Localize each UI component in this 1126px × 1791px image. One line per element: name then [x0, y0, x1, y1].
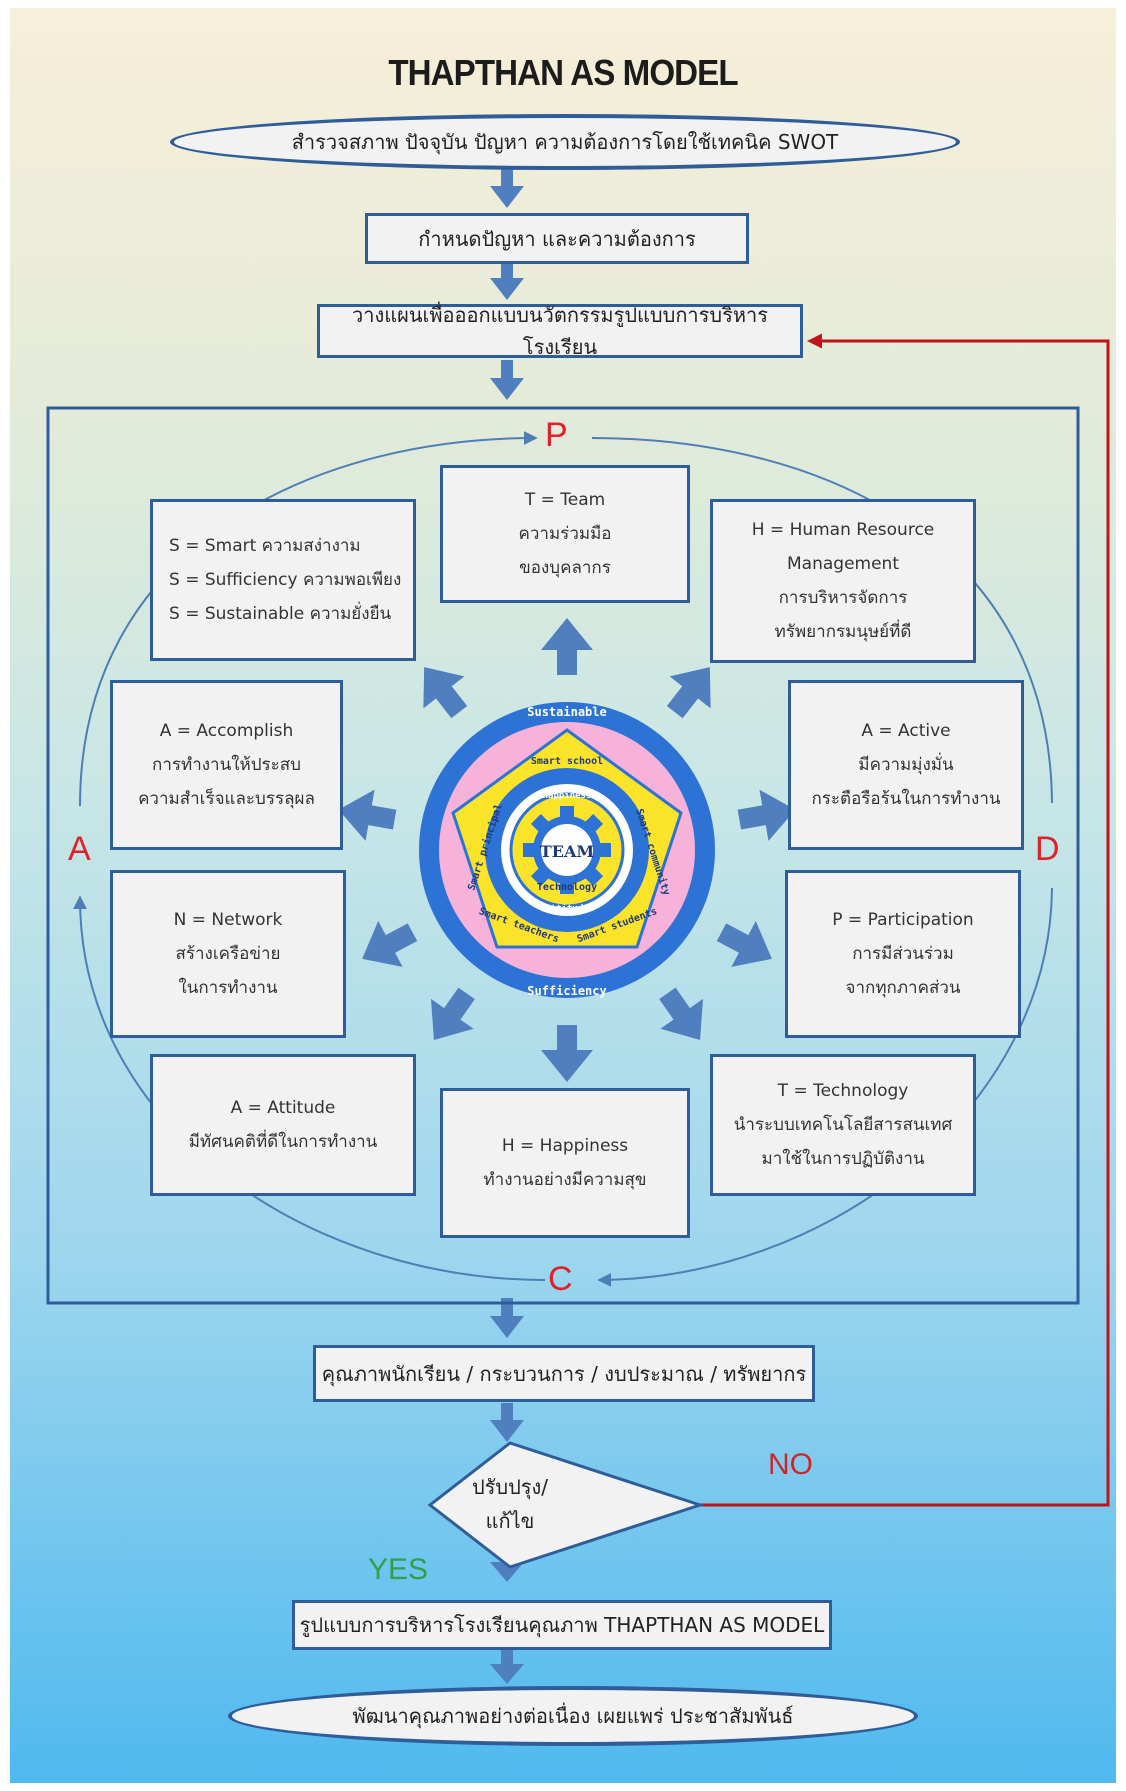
pdca-d: D	[1035, 830, 1060, 868]
card-team: T = Team ความร่วมมือ ของบุคลากร	[440, 465, 690, 603]
plan-box: วางแผนเพื่อออกแบบนวัตกรรมรูปแบบการบริหาร…	[317, 303, 803, 359]
pdca-frame	[46, 406, 1080, 1305]
card-attitude-line: มีทัศนคติที่ดีในการทำงาน	[188, 1132, 378, 1152]
card-hrm-title: H = Human Resource	[751, 520, 935, 540]
card-participation-line: การมีส่วนร่วม	[852, 944, 954, 964]
develop-oval: พัฒนาคุณภาพอย่างต่อเนื่อง เผยแพร่ ประชาส…	[228, 1686, 918, 1746]
define-problem-box: กำหนดปัญหา และความต้องการ	[365, 213, 749, 264]
card-active-line: มีความมุ่งมั่น	[858, 755, 954, 775]
flow-arrow-1	[490, 164, 524, 208]
card-sss-line: S = Smart ความสง่างาม	[169, 536, 361, 556]
card-active-title: A = Active	[861, 721, 951, 741]
decision-line: ปรับปรุง/	[471, 1475, 549, 1499]
card-team-line: ของบุคลากร	[519, 558, 611, 578]
card-happiness-title: H = Happiness	[501, 1136, 629, 1156]
card-happiness-line: ทำงานอย่างมีความสุข	[483, 1170, 647, 1190]
card-participation-title: P = Participation	[832, 910, 974, 930]
card-team-title: T = Team	[524, 490, 606, 510]
card-network-line: ในการทำงาน	[178, 978, 278, 998]
card-hrm: H = Human Resource Management การบริหารจ…	[710, 499, 976, 663]
card-attitude-title: A = Attitude	[230, 1098, 336, 1118]
card-active: A = Active มีความมุ่งมั่น กระตือรือร้นใน…	[788, 680, 1024, 850]
emblem-inner-label: Attitude	[545, 903, 589, 914]
card-team-line: ความร่วมมือ	[518, 524, 612, 544]
card-attitude: A = Attitude มีทัศนคติที่ดีในการทำงาน	[150, 1054, 416, 1196]
card-technology-line: มาใช้ในการปฏิบัติงาน	[761, 1149, 925, 1169]
yes-label: YES	[368, 1553, 429, 1586]
connectors-layer: TEAM Sustainable Sufficiency Smart schoo…	[46, 164, 1110, 1684]
card-accomplish: A = Accomplish การทำงานให้ประสบ ความสำเร…	[110, 680, 343, 850]
emblem-center-text: TEAM	[540, 842, 594, 861]
card-network: N = Network สร้างเครือข่าย ในการทำงาน	[110, 870, 346, 1038]
flow-arrow-3	[490, 360, 524, 400]
card-technology: T = Technology นำระบบเทคโนโลยีสารสนเทศ ม…	[710, 1054, 976, 1196]
flow-arrow-2	[490, 264, 524, 300]
card-sss: S = Smart ความสง่างาม S = Sufficiency คว…	[150, 499, 416, 661]
emblem-bottom-text: Sufficiency	[527, 984, 606, 998]
pdca-a: A	[68, 830, 91, 868]
card-active-line: กระตือรือร้นในการทำงาน	[811, 789, 1001, 809]
card-technology-line: นำระบบเทคโนโลยีสารสนเทศ	[733, 1115, 953, 1135]
decision-diamond	[427, 1441, 705, 1569]
card-technology-title: T = Technology	[777, 1081, 909, 1101]
emblem-technology-text: Technology	[537, 882, 597, 893]
card-hrm-line: ทรัพยากรมนุษย์ที่ดี	[774, 622, 912, 642]
decision-label: ปรับปรุง/ แก้ไข	[450, 1470, 570, 1538]
emblem-inner-label: Happiness	[543, 790, 592, 801]
card-happiness: H = Happiness ทำงานอย่างมีความสุข	[440, 1088, 690, 1238]
diagram-title: THAPTHAN AS MODEL	[388, 52, 738, 93]
radial-arrows	[338, 618, 796, 1082]
card-sss-line: S = Sustainable ความยั่งยืน	[169, 604, 392, 624]
card-hrm-line: การบริหารจัดการ	[778, 588, 908, 608]
model-box: รูปแบบการบริหารโรงเรียนคุณภาพ THAPTHAN A…	[292, 1600, 832, 1650]
card-network-title: N = Network	[173, 910, 283, 930]
card-network-line: สร้างเครือข่าย	[175, 944, 281, 964]
card-participation-line: จากทุกภาคส่วน	[845, 978, 961, 998]
flow-arrow-7	[490, 1650, 524, 1684]
no-feedback-line	[700, 333, 1110, 1507]
no-label: NO	[768, 1448, 813, 1481]
card-hrm-line: Management	[787, 554, 899, 574]
quality-box: คุณภาพนักเรียน / กระบวนการ / งบประมาณ / …	[313, 1345, 815, 1402]
card-accomplish-title: A = Accomplish	[159, 721, 294, 741]
team-emblem: TEAM Sustainable Sufficiency Smart schoo…	[419, 702, 715, 998]
card-accomplish-line: ความสำเร็จและบรรลุผล	[138, 789, 315, 809]
card-accomplish-line: การทำงานให้ประสบ	[152, 755, 301, 775]
pdca-p: P	[545, 416, 568, 454]
emblem-pentagon-label: Smart school	[531, 756, 603, 767]
diagram-page: THAPTHAN AS MODEL	[10, 8, 1116, 1783]
survey-oval: สำรวจสภาพ ปัจจุบัน ปัญหา ความต้องการโดยใ…	[170, 114, 960, 170]
decision-line: แก้ไข	[485, 1509, 535, 1533]
emblem-outer-text: Sustainable	[527, 705, 606, 719]
pdca-c: C	[548, 1260, 573, 1298]
card-sss-line: S = Sufficiency ความพอเพียง	[169, 570, 402, 590]
card-participation: P = Participation การมีส่วนร่วม จากทุกภา…	[785, 870, 1021, 1038]
flow-arrow-5	[490, 1403, 524, 1442]
